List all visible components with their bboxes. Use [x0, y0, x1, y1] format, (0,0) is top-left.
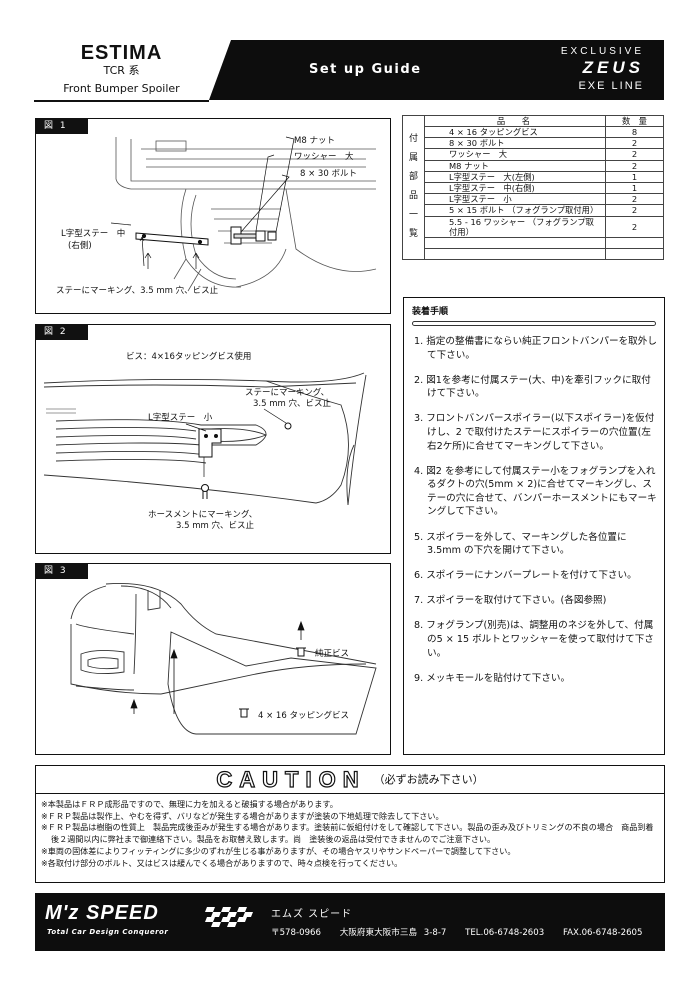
procedure-steps: 1. 指定の整備書にならい純正フロントバンパーを取外して下さい。 2. 図1を参…: [414, 335, 660, 697]
procedure-panel: 装着手順 1. 指定の整備書にならい純正フロントバンパーを取外して下さい。 2.…: [403, 297, 665, 755]
figure-2: 図 2 ビス：4×16タッピングビス使用: [35, 324, 391, 554]
label-stay-side: (右側): [68, 241, 92, 251]
brand-exclusive: EXCLUSIVE: [560, 46, 644, 57]
brand-zeus: ZEUS: [582, 58, 644, 77]
procedure-divider: [412, 321, 656, 326]
checkered-flag-icon: [205, 907, 253, 927]
caution-list: ※本製品はＦＲＰ成形品ですので、無理に力を加えると破損する場合があります。 ※Ｆ…: [41, 799, 659, 869]
company-logo: M'z SPEED: [45, 902, 159, 924]
list-item: 9. メッキモールを貼付けて下さい。: [414, 672, 571, 684]
table-row: 5.5 - 16 ワッシャー （フォグランプ取付用）2: [403, 215, 664, 238]
label-screw-note: ビス：4×16タッピングビス使用: [126, 352, 252, 362]
label-stay-marking-1: ステーにマーキング、: [245, 388, 330, 398]
parts-header-qty: 数 量: [605, 115, 664, 127]
address: 大阪府東大阪市三島 3-8-7: [339, 928, 447, 938]
label-m8-nut: M8 ナット: [294, 136, 335, 146]
telephone: TEL.06-6748-2603: [465, 928, 545, 938]
figure-3-tab: 図 3: [36, 564, 88, 579]
label-washer: ワッシャー 大: [294, 152, 354, 162]
figure-1: 図 1: [35, 118, 391, 314]
list-item: 6. スポイラーにナンバープレートを付けて下さい。: [414, 570, 637, 582]
figure-1-illustration: [110, 136, 377, 292]
company-slogan: Total Car Design Conqueror: [47, 928, 169, 936]
list-item: ※ＦＲＰ製品は製作上、やむを得ず、バリなどが発生する場合がありますが塗装の下地処…: [41, 810, 444, 821]
parts-header-name: 品 名: [424, 115, 606, 127]
parts-header-row: 付 属 部 品 一 覧 品 名 数 量: [402, 115, 664, 260]
table-row: L字型ステー 大(左側)1: [403, 170, 664, 183]
caution-header: CAUTION （必ずお読み下さい）: [36, 766, 664, 794]
contact-line: 〒578-0966 大阪府東大阪市三島 3-8-7 TEL.06-6748-26…: [271, 926, 654, 938]
list-item: 4. 図2 を参考にして付属ステー小をフォグランプを入れるダクトの穴(5mm ×…: [414, 465, 657, 518]
brand-exeline: EXE LINE: [578, 80, 644, 92]
figure-2-tab: 図 2: [36, 325, 88, 340]
list-item: 7. スポイラーを取付けて下さい。(各図参照): [414, 595, 607, 607]
figure-3: 図 3 純正ビス 4 ×: [35, 563, 391, 755]
fax: FAX.06-6748-2605: [562, 928, 643, 938]
list-item: ※ＦＲＰ製品は樹脂の性質上 製品完成後歪みが発生する場合があります。塗装前に仮組…: [41, 822, 654, 845]
figure-2-illustration: [43, 372, 367, 506]
list-item: ※車両の固体差によりフィッティングに多少のずれが生じる事がありますが、その場合ヤ…: [41, 845, 516, 856]
procedure-title: 装着手順: [412, 307, 449, 317]
figure-3-illustration: [70, 583, 377, 735]
table-row: 5 × 15 ボルト （フォグランプ取付用）2: [403, 204, 664, 217]
guide-title: Set up Guide: [309, 62, 422, 77]
label-stay-small: L字型ステー 小: [148, 413, 213, 423]
table-row: L字型ステー 中(右側)1: [403, 181, 664, 195]
caution-subtitle: （必ずお読み下さい）: [373, 773, 484, 786]
label-stay-marking-2: 3.5 mm 穴、ビス止: [253, 399, 331, 409]
model-block: ESTIMA TCR 系 Front Bumper Spoiler: [34, 40, 209, 102]
postal-code: 〒578-0966: [271, 928, 321, 938]
company-name: エムズ スピード: [271, 909, 353, 920]
label-hose-marking-2: 3.5 mm 穴、ビス止: [176, 521, 254, 531]
label-stay-middle: L字型ステー 中: [61, 229, 126, 239]
list-item: ※本製品はＦＲＰ成形品ですので、無理に力を加えると破損する場合があります。: [41, 799, 338, 809]
table-row: [403, 236, 664, 249]
caution-box: CAUTION （必ずお読み下さい） ※本製品はＦＲＰ成形品ですので、無理に力を加…: [35, 765, 665, 883]
label-genuine-screw: 純正ビス: [315, 649, 350, 659]
model-sub: TCR 系: [103, 64, 140, 77]
label-hose-marking-1: ホースメントにマーキング、: [148, 510, 258, 520]
label-tapping-screw: 4 × 16 タッピングビス: [258, 711, 349, 721]
part-name: Front Bumper Spoiler: [63, 82, 180, 95]
label-marking: ステーにマーキング、3.5 mm 穴、ビス止: [56, 286, 219, 296]
list-item: 2. 図1を参考に付属ステー(大、中)を牽引フックに取付けて下さい。: [414, 374, 651, 400]
parts-side-label: 付 属 部 品 一 覧: [402, 115, 425, 260]
list-item: 3. フロントバンパースポイラー(以下スポイラー)を仮付けし、2 で取付けたステ…: [414, 413, 655, 452]
page-footer: M'z SPEED Total Car Design Conqueror エムズ…: [35, 893, 665, 951]
page-header: ESTIMA TCR 系 Front Bumper Spoiler Set up…: [34, 40, 664, 102]
list-item: 5. スポイラーを外して、マーキングした各位置に3.5mm の下穴を開けて下さい…: [414, 531, 627, 557]
label-bolt: 8 × 30 ボルト: [300, 169, 357, 179]
caution-title: CAUTION: [216, 766, 366, 792]
list-item: 1. 指定の整備書にならい純正フロントバンパーを取外して下さい。: [414, 336, 657, 361]
figure-1-tab: 図 1: [36, 119, 88, 134]
table-row: [403, 247, 664, 260]
model-name: ESTIMA: [80, 42, 163, 64]
header-banner: Set up Guide EXCLUSIVE ZEUS EXE LINE: [209, 40, 664, 100]
list-item: ※各取付け部分のボルト、又はビスは緩んでくる場合がありますので、時々点検を行って…: [41, 857, 403, 868]
model-underline: [34, 100, 209, 102]
list-item: 8. フォグランプ(別売)は、調整用のネジを外して、付属の5 × 15 ボルトと…: [414, 620, 654, 659]
